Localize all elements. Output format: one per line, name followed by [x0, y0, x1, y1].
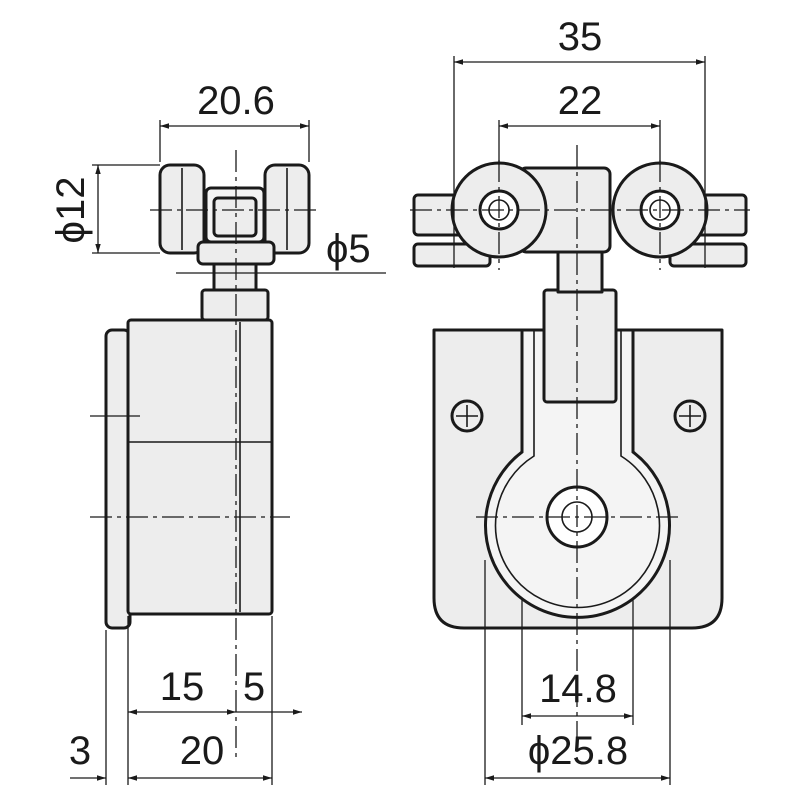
dim-offset-15: 15	[160, 665, 205, 709]
side-view	[90, 150, 320, 760]
side-dimensions: 20.6 ϕ12 ϕ5 15 5 20 3	[49, 79, 386, 785]
dim-flange: 3	[69, 729, 91, 773]
front-view	[410, 145, 750, 760]
dim-offset-5: 5	[243, 665, 265, 709]
front-stem	[556, 246, 604, 294]
dim-overall-width: 35	[558, 15, 603, 59]
side-stem	[212, 262, 258, 292]
dim-bore-spacing: 14.8	[539, 667, 617, 711]
side-axle-core	[212, 196, 258, 238]
front-stem-block	[542, 288, 618, 404]
dim-wheel-spacing: 22	[558, 79, 603, 123]
side-flange	[104, 328, 132, 630]
side-body	[126, 318, 274, 616]
dim-axle-diameter: ϕ5	[326, 227, 371, 271]
side-neck	[200, 288, 270, 322]
dim-wheel-diameter: ϕ12	[49, 177, 93, 244]
dim-disc-diameter: ϕ25.8	[528, 729, 628, 773]
screw-right-icon	[673, 399, 707, 433]
dim-wheel-width: 20.6	[197, 79, 275, 123]
screw-left-icon	[450, 399, 484, 433]
front-dimensions: 35 22 14.8 ϕ25.8	[453, 15, 706, 785]
dim-body-depth: 20	[180, 729, 225, 773]
